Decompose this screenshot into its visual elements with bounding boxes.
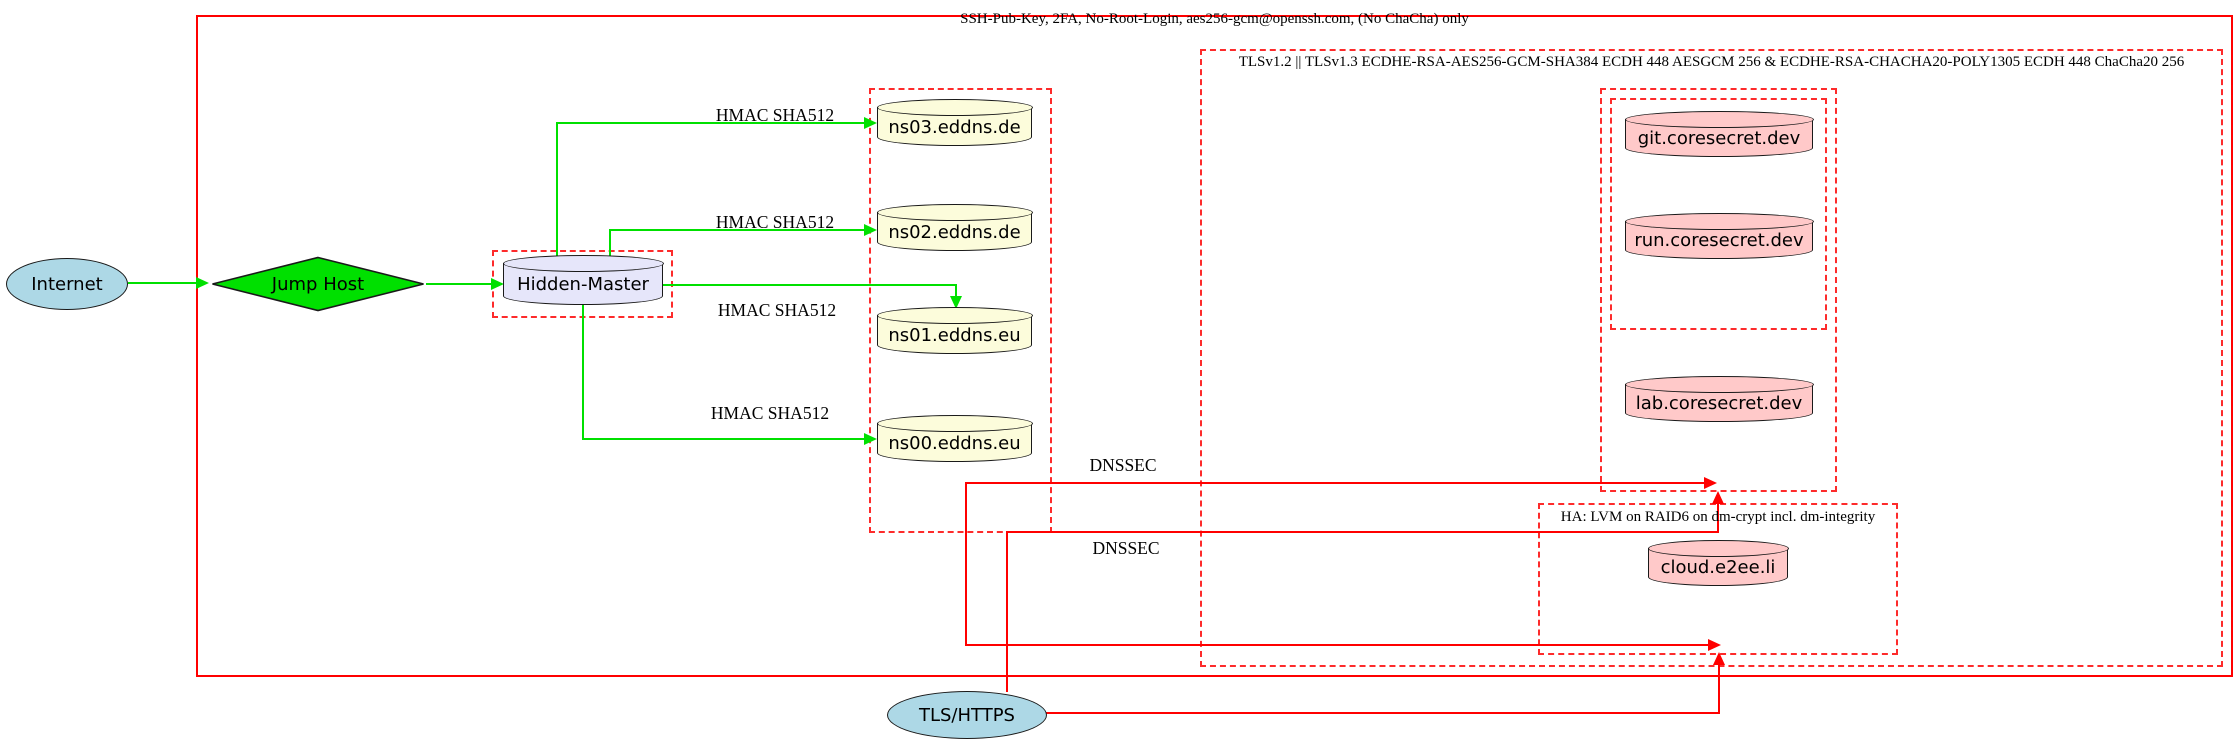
- arrowhead-tls-ha: [1713, 652, 1725, 665]
- node-tls-https-label: TLS/HTTPS: [918, 704, 1015, 726]
- node-ns00: ns00.eddns.eu: [876, 415, 1033, 462]
- node-run-label: run.coresecret.dev: [1634, 230, 1804, 251]
- edge-hm-ns01-horizontal: [663, 284, 957, 286]
- arrowhead-hm-ns01: [950, 296, 962, 309]
- edge-hm-ns02-horizontal: [609, 229, 865, 231]
- node-internet: Internet: [6, 258, 128, 310]
- edge-label-hmac-ns02: HMAC SHA512: [715, 212, 835, 232]
- node-jump-host: Jump Host: [210, 256, 426, 312]
- node-ns03-label: ns03.eddns.de: [888, 116, 1021, 138]
- node-ns02: ns02.eddns.de: [876, 204, 1033, 251]
- node-tls-https: TLS/HTTPS: [887, 691, 1047, 739]
- edge-hm-ns03-vertical: [556, 122, 558, 258]
- arrowhead-ha-side: [1708, 639, 1721, 651]
- node-hidden-master-label: Hidden-Master: [517, 274, 649, 295]
- cluster-ssh-perimeter: [196, 15, 2233, 677]
- edge-tls-lab-vertical-down: [1006, 531, 1008, 692]
- edge-label-hmac-ns03: HMAC SHA512: [715, 105, 835, 125]
- edge-hm-ns01-vertical: [955, 284, 957, 297]
- arrowhead-hm-ns03: [864, 117, 877, 129]
- cluster-tls: [1200, 49, 2223, 667]
- edge-internet-jumphost: [128, 282, 198, 284]
- node-git: git.coresecret.dev: [1624, 111, 1814, 157]
- node-ns01-label: ns01.eddns.eu: [888, 324, 1021, 346]
- arrowhead-jumphost-hiddenmaster: [491, 278, 504, 290]
- edge-dnssec-upper: [965, 482, 1705, 484]
- edge-tls-lab-horizontal: [1006, 531, 1719, 533]
- edge-tls-lab-vertical-up: [1717, 503, 1719, 533]
- arrowhead-hm-ns02: [864, 224, 877, 236]
- node-lab: lab.coresecret.dev: [1624, 376, 1814, 422]
- arrowhead-dnssec-upper: [1704, 477, 1717, 489]
- edge-hm-ns00-horizontal: [582, 438, 865, 440]
- arrowhead-hm-ns00: [864, 433, 877, 445]
- jump-host-diamond-shape: [212, 256, 424, 312]
- edge-hm-ns00-vertical: [582, 305, 584, 440]
- edge-label-hmac-ns01: HMAC SHA512: [717, 300, 837, 320]
- arrowhead-internet-jumphost: [196, 277, 209, 289]
- edge-label-hmac-ns00: HMAC SHA512: [710, 403, 830, 423]
- node-run: run.coresecret.dev: [1624, 213, 1814, 259]
- cluster-git-run: [1610, 98, 1827, 330]
- edge-label-dnssec-lower: DNSSEC: [1092, 538, 1160, 558]
- edge-tls-ha-horizontal: [1046, 712, 1720, 714]
- node-internet-label: Internet: [31, 273, 103, 295]
- ns03-cylinder-top: [876, 99, 1033, 116]
- node-cloud-label: cloud.e2ee.li: [1660, 557, 1776, 578]
- node-ns01: ns01.eddns.eu: [876, 307, 1033, 354]
- node-ns00-label: ns00.eddns.eu: [888, 432, 1021, 454]
- edge-label-dnssec-upper: DNSSEC: [1089, 455, 1157, 475]
- arrowhead-tls-lab: [1712, 491, 1724, 504]
- hidden-master-cylinder-top: [502, 255, 664, 272]
- edge-jumphost-hiddenmaster: [426, 283, 492, 285]
- edge-dnssec-connector-vertical: [965, 482, 967, 646]
- tls-cluster-label: TLSv1.2 || TLSv1.3 ECDHE-RSA-AES256-GCM-…: [1238, 54, 2185, 70]
- node-git-label: git.coresecret.dev: [1637, 128, 1801, 149]
- run-cylinder-top: [1624, 213, 1814, 230]
- node-ns03: ns03.eddns.de: [876, 99, 1033, 146]
- node-jump-host-label: Jump Host: [271, 273, 365, 295]
- cluster-nameservers: [869, 88, 1052, 533]
- ha-cluster-label: HA: LVM on RAID6 on dm-crypt incl. dm-in…: [1560, 509, 1876, 525]
- cloud-cylinder-top: [1647, 540, 1789, 557]
- ns02-cylinder-top: [876, 204, 1033, 221]
- node-lab-label: lab.coresecret.dev: [1635, 393, 1803, 414]
- edge-dnssec-lower-run: [965, 644, 1709, 646]
- git-cylinder-top: [1624, 111, 1814, 128]
- ns00-cylinder-top: [876, 415, 1033, 432]
- ns01-cylinder-top: [876, 307, 1033, 324]
- node-cloud: cloud.e2ee.li: [1647, 540, 1789, 586]
- edge-tls-ha-vertical: [1718, 664, 1720, 714]
- node-hidden-master: Hidden-Master: [502, 255, 664, 305]
- edge-hm-ns02-vertical: [609, 229, 611, 258]
- edge-hm-ns03-horizontal: [556, 122, 865, 124]
- node-ns02-label: ns02.eddns.de: [888, 221, 1021, 243]
- ssh-perimeter-label: SSH-Pub-Key, 2FA, No-Root-Login, aes256-…: [960, 11, 1469, 27]
- lab-cylinder-top: [1624, 376, 1814, 393]
